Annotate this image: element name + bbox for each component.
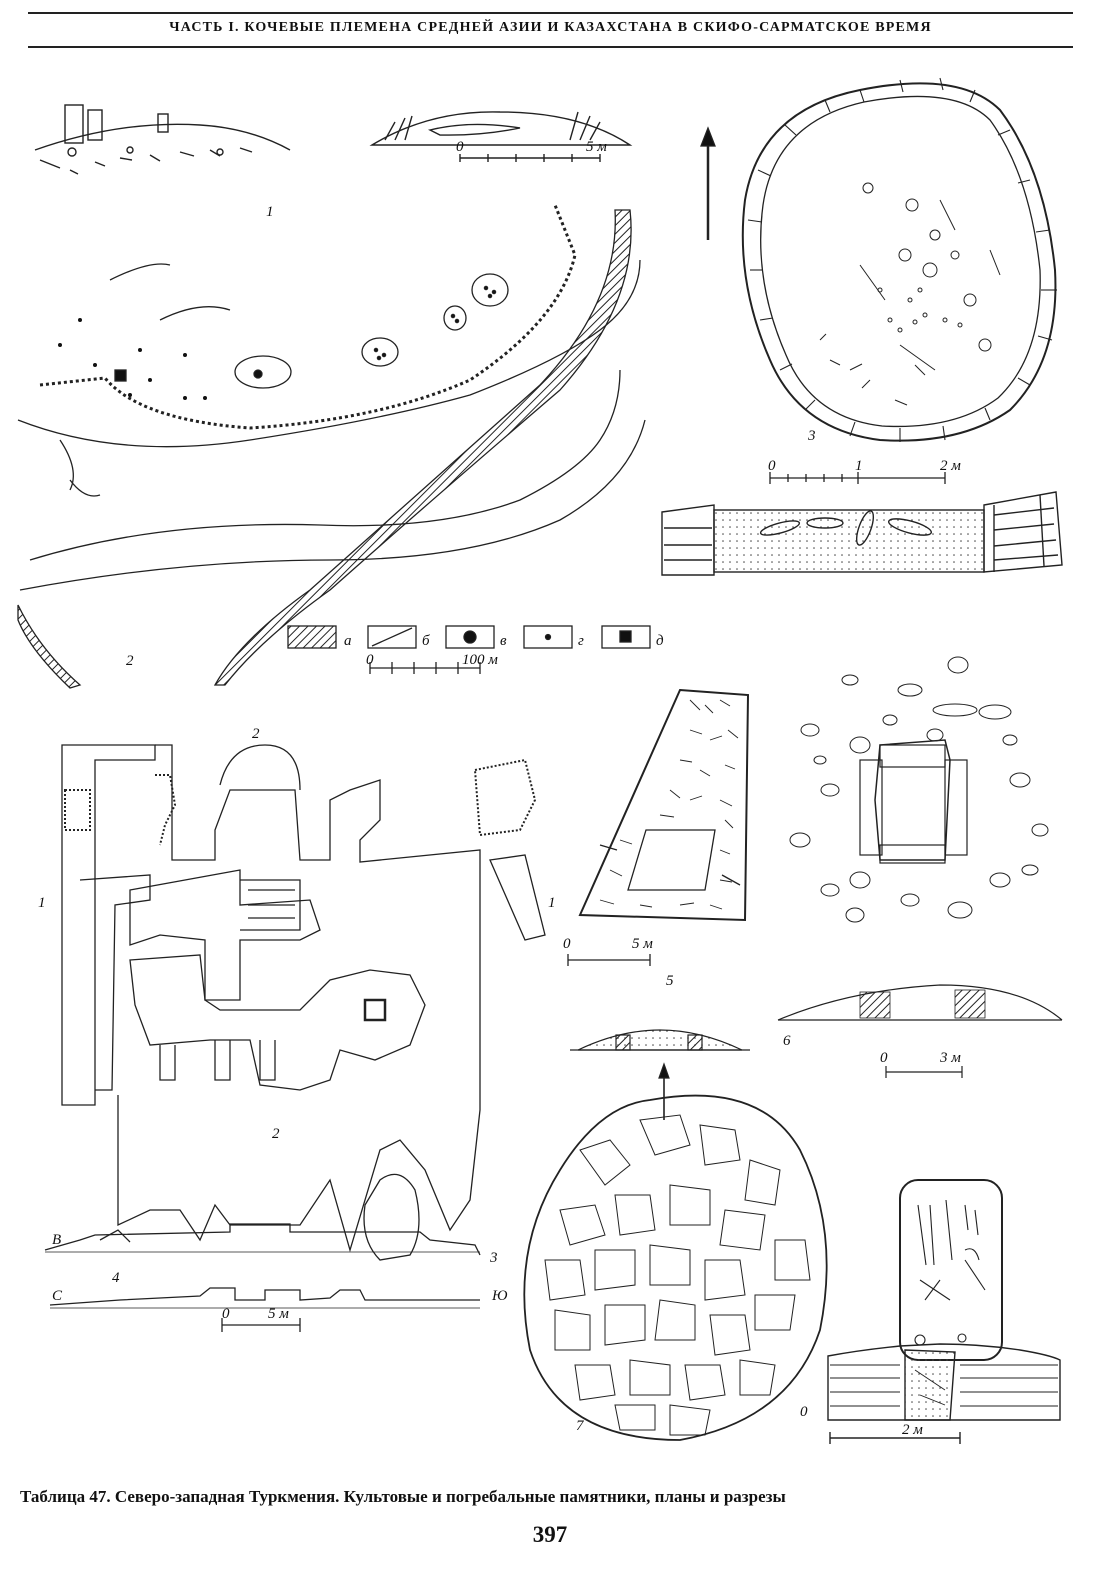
fig3-scale-end: 2 м [940, 458, 961, 474]
figure-1-sections [34, 104, 633, 175]
fig7-scale-end: 2 м [902, 1422, 923, 1438]
running-header: ЧАСТЬ I. КОЧЕВЫЕ ПЛЕМЕНА СРЕДНЕЙ АЗИИ И … [28, 12, 1073, 48]
fig4-label-1-left: 1 [38, 895, 46, 911]
figure-6-mound [777, 656, 1063, 1078]
fig3-scale-mid: 1 [855, 458, 863, 474]
fig2-legend-g: г [578, 633, 584, 649]
fig4-label-3: 3 [489, 1250, 498, 1266]
fig2-legend-a: а [344, 633, 352, 649]
fig2-scale-end: 100 м [462, 652, 498, 668]
fig7-number: 7 [576, 1418, 585, 1434]
fig4-label-1-right: 1 [548, 895, 556, 911]
fig4-label-yu: Ю [491, 1288, 508, 1304]
fig6-scale-end: 3 м [939, 1050, 961, 1066]
fig5-number: 5 [666, 973, 674, 989]
fig4-number: 4 [112, 1270, 120, 1286]
fig2-legend-b: б [422, 633, 430, 649]
fig1-number: 1 [266, 204, 274, 220]
fig5-scale-zero: 0 [563, 936, 571, 952]
fig4-label-2-top: 2 [252, 726, 260, 742]
fig4-scale-end: 5 м [268, 1306, 289, 1322]
figure-5-structure [567, 688, 750, 966]
running-title: ЧАСТЬ I. КОЧЕВЫЕ ПЛЕМЕНА СРЕДНЕЙ АЗИИ И … [169, 20, 932, 35]
fig6-scale-zero: 0 [880, 1050, 888, 1066]
figure-3-section [661, 491, 1063, 576]
fig6-number: 6 [783, 1033, 791, 1049]
fig7-scale-zero: 0 [800, 1404, 808, 1420]
fig2-scale-zero: 0 [366, 652, 374, 668]
figure-7-section-small [570, 1029, 750, 1120]
figure-2-site-map [17, 126, 716, 689]
figure-7-pavement [523, 1094, 828, 1441]
figure-7-grave [827, 1179, 1061, 1444]
fig4-label-v: В [52, 1232, 61, 1248]
fig3-scale-zero: 0 [768, 458, 776, 474]
fig2-legend-v: в [500, 633, 507, 649]
plate-caption: Таблица 47. Северо-западная Туркмения. К… [20, 1487, 786, 1506]
fig4-scale-zero: 0 [222, 1306, 230, 1322]
fig4-label-2-bottom: 2 [272, 1126, 280, 1142]
page-number: 397 [532, 1522, 568, 1547]
fig2-number: 2 [126, 653, 134, 669]
fig5-scale-end: 5 м [632, 936, 653, 952]
figure-3-enclosure [741, 77, 1057, 484]
fig1-scale-zero: 0 [456, 139, 464, 155]
fig4-label-s: С [52, 1288, 63, 1304]
fig1-scale-end: 5 м [586, 139, 607, 155]
figure-4-plan [44, 744, 546, 1332]
fig3-number: 3 [807, 428, 816, 444]
fig2-legend-d: д [656, 633, 664, 649]
